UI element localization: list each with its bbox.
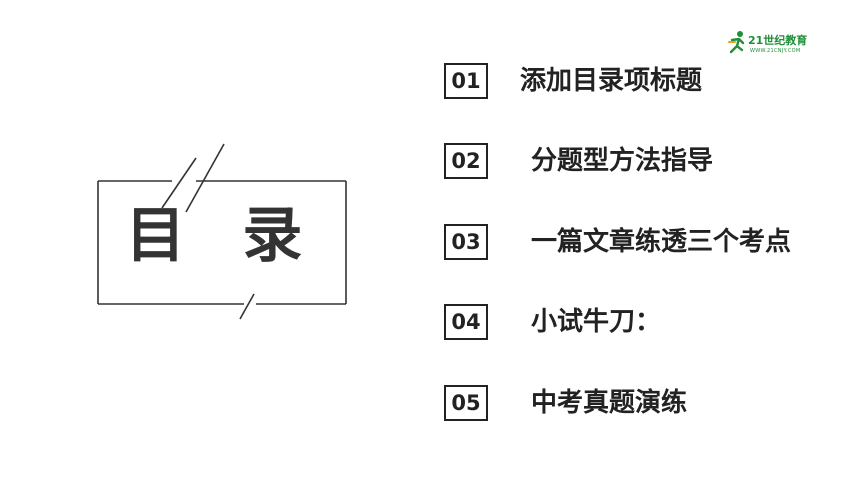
- toc-label: 添加目录项标题: [520, 66, 703, 96]
- toc-label: 分题型方法指导: [531, 146, 714, 176]
- runner-icon: [728, 31, 745, 54]
- toc-number: 02: [444, 143, 488, 179]
- brand-logo: 21世纪教育 WWW.21CNJY.COM: [728, 28, 824, 58]
- logo-url-text: WWW.21CNJY.COM: [750, 48, 801, 54]
- toc-number: 03: [444, 224, 488, 260]
- toc-number: 04: [444, 304, 488, 340]
- toc-number: 01: [444, 63, 488, 99]
- title-frame: [97, 143, 347, 320]
- toc-label: 中考真题演练: [531, 388, 688, 418]
- toc-title: 目 录: [125, 201, 321, 271]
- toc-label: 一篇文章练透三个考点: [531, 227, 792, 257]
- logo-brand-text: 21世纪教育: [748, 34, 808, 47]
- toc-number: 05: [444, 385, 488, 421]
- toc-label: 小试牛刀：: [531, 307, 662, 337]
